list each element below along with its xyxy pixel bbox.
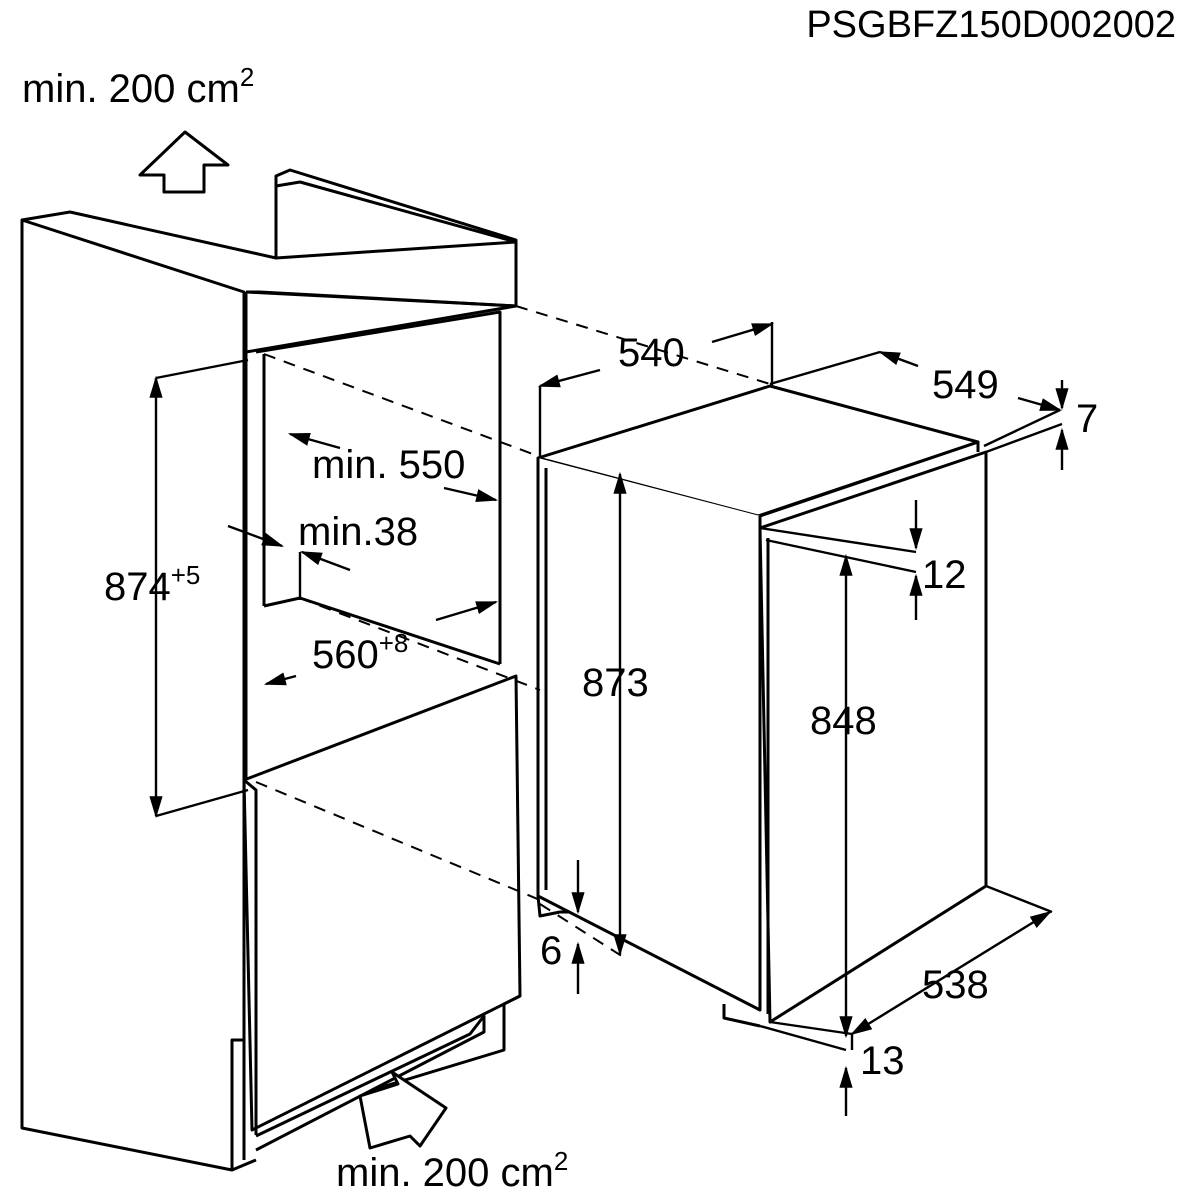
ventilation-bottom-label: min. 200 cm2: [336, 1146, 568, 1195]
appliance-height-label: 873: [582, 661, 649, 705]
appliance-width-label: 540: [618, 331, 685, 375]
dim-549-arrow-a: [877, 350, 919, 368]
cabinet-lower-front: [242, 674, 522, 1132]
appliance-feet: [536, 895, 761, 1028]
dim-540-arrow-b: [711, 322, 775, 344]
ventilation-top-label: min. 200 cm2: [22, 62, 254, 111]
dim-540-arrow-a: [537, 368, 601, 388]
niche-depth-label: min. 550: [312, 443, 465, 487]
dim-550-arrow-a: [287, 432, 341, 450]
ventilation-out-arrow: [138, 130, 230, 194]
niche-side-gap-label: min.38: [298, 510, 418, 554]
dim-560-arrow-b: [263, 672, 297, 686]
appliance-side: [536, 458, 762, 1012]
appliance-bottom-offset-label: 13: [860, 1039, 905, 1083]
appliance-door-offset-label: 12: [922, 553, 967, 597]
niche-height-label: 874+5: [104, 560, 200, 609]
niche-upper-frame: [244, 292, 517, 354]
dim-38-arrow-a: [227, 524, 285, 548]
appliance-door-height-label: 848: [810, 699, 877, 743]
niche-width-label: 560+8: [312, 628, 408, 677]
appliance-top-offset-label: 7: [1076, 397, 1098, 441]
dim-38-arrow-b: [299, 550, 351, 572]
cabinet-plinth: [255, 1014, 486, 1152]
appliance-depth-label: 549: [932, 363, 999, 407]
dimension-lines: [149, 322, 1069, 1116]
dim-550-arrow-b: [443, 486, 499, 502]
cabinet: [20, 168, 522, 1172]
appliance-foot-height-label: 6: [540, 929, 562, 973]
dim-538-line: [850, 910, 1052, 1036]
document-code: PSGBFZ150D002002: [806, 4, 1176, 46]
cabinet-side-panel: [20, 218, 246, 1172]
dim-560-arrow-a: [435, 600, 499, 622]
appliance: [536, 384, 988, 1028]
ventilation-in-arrow: [358, 1070, 448, 1150]
projection-lines: [255, 305, 771, 961]
appliance-door-width-label: 538: [922, 963, 989, 1007]
dim-549-arrow-b: [1017, 396, 1063, 412]
